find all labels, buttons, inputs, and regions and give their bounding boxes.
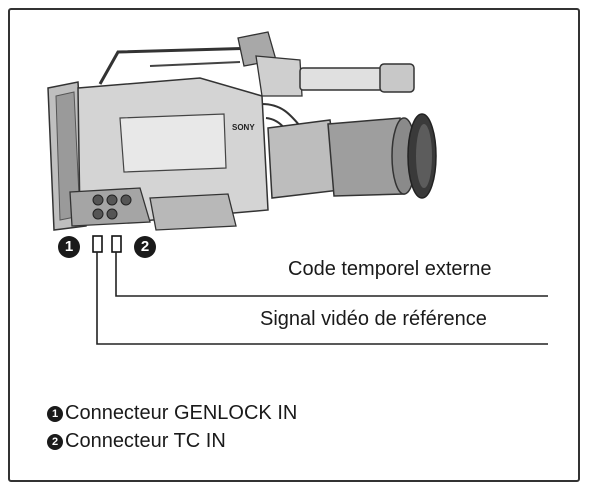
legend-bullet-2: 2 — [47, 433, 63, 450]
legend-bullet-1: 1 — [47, 405, 63, 422]
microphone — [299, 67, 385, 91]
legend-text-tc: Connecteur TC IN — [65, 430, 226, 452]
legend-item-tc: 2 Connecteur TC IN — [47, 430, 226, 453]
brand-logo: SONY — [232, 123, 255, 132]
legend-item-genlock: 1 Connecteur GENLOCK IN — [47, 402, 297, 425]
tc-plug — [111, 235, 122, 253]
callout-1-badge: 1 — [58, 236, 80, 258]
reference-signal-label: Signal vidéo de référence — [260, 308, 487, 330]
callout-2-badge: 2 — [134, 236, 156, 258]
tc-cable-line — [115, 252, 548, 297]
diagram-frame — [8, 8, 580, 482]
genlock-plug — [92, 235, 103, 253]
legend-text-genlock: Connecteur GENLOCK IN — [65, 402, 298, 424]
side-panel — [119, 113, 227, 173]
genlock-cable-line — [96, 252, 548, 345]
timecode-label: Code temporel externe — [288, 258, 492, 280]
shoulder-pad — [69, 187, 151, 227]
